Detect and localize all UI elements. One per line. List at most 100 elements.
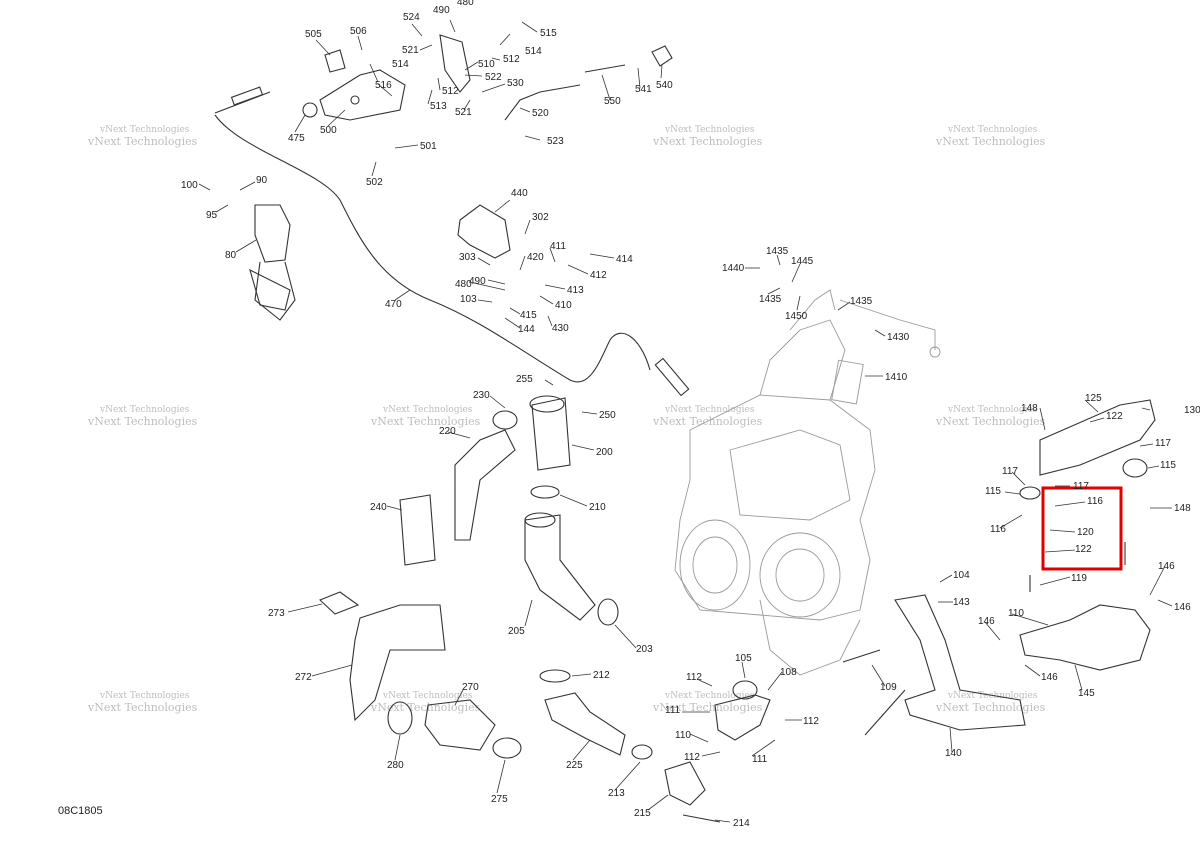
callout[interactable]: 273 bbox=[268, 608, 285, 619]
callout[interactable]: 122 bbox=[1106, 411, 1123, 422]
callout[interactable]: 506 bbox=[350, 26, 367, 37]
callout[interactable]: 145 bbox=[1078, 688, 1095, 699]
callout[interactable]: 420 bbox=[527, 252, 544, 263]
callout[interactable]: 501 bbox=[420, 141, 437, 152]
callout[interactable]: 302 bbox=[532, 212, 549, 223]
callout[interactable]: 148 bbox=[1174, 503, 1191, 514]
callout[interactable]: 119 bbox=[1071, 573, 1087, 584]
callout[interactable]: 214 bbox=[733, 818, 750, 829]
callout[interactable]: 116 bbox=[1087, 496, 1103, 507]
callout[interactable]: 530 bbox=[507, 78, 524, 89]
callout[interactable]: 122 bbox=[1075, 544, 1092, 555]
callout[interactable]: 103 bbox=[460, 294, 477, 305]
callout[interactable]: 1440 bbox=[722, 263, 745, 274]
callout[interactable]: 108 bbox=[780, 667, 797, 678]
callout[interactable]: 200 bbox=[596, 447, 613, 458]
callout[interactable]: 203 bbox=[636, 644, 653, 655]
callout[interactable]: 104 bbox=[953, 570, 970, 581]
callout[interactable]: 512 bbox=[442, 86, 459, 97]
callout[interactable]: 105 bbox=[735, 653, 752, 664]
callout[interactable]: 415 bbox=[520, 310, 537, 321]
callout[interactable]: 280 bbox=[387, 760, 404, 771]
callout[interactable]: 490 bbox=[433, 5, 450, 16]
callout[interactable]: 146 bbox=[1158, 561, 1175, 572]
callout[interactable]: 95 bbox=[206, 210, 218, 221]
callout[interactable]: 490 bbox=[469, 276, 486, 287]
callout[interactable]: 240 bbox=[370, 502, 387, 513]
callout[interactable]: 414 bbox=[616, 254, 633, 265]
callout[interactable]: 512 bbox=[503, 54, 520, 65]
callout[interactable]: 303 bbox=[459, 252, 476, 263]
callout[interactable]: 255 bbox=[516, 374, 533, 385]
callout[interactable]: 1450 bbox=[785, 311, 808, 322]
callout[interactable]: 412 bbox=[590, 270, 607, 281]
callout[interactable]: 270 bbox=[462, 682, 479, 693]
callout[interactable]: 514 bbox=[392, 59, 409, 70]
callout[interactable]: 117 bbox=[1073, 481, 1089, 492]
callout[interactable]: 1435 bbox=[759, 294, 782, 305]
callout[interactable]: 212 bbox=[593, 670, 610, 681]
callout[interactable]: 100 bbox=[181, 180, 198, 191]
callout[interactable]: 541 bbox=[635, 84, 652, 95]
callout[interactable]: 117 bbox=[1155, 438, 1171, 449]
callout[interactable]: 213 bbox=[608, 788, 625, 799]
callout[interactable]: 225 bbox=[566, 760, 583, 771]
callout[interactable]: 90 bbox=[256, 175, 268, 186]
callout[interactable]: 125 bbox=[1085, 393, 1102, 404]
callout[interactable]: 215 bbox=[634, 808, 651, 819]
callout[interactable]: 112 bbox=[684, 752, 700, 763]
callout[interactable]: 522 bbox=[485, 72, 502, 83]
callout[interactable]: 550 bbox=[604, 96, 621, 107]
callout[interactable]: 502 bbox=[366, 177, 383, 188]
callout[interactable]: 144 bbox=[518, 324, 535, 335]
callout[interactable]: 1435 bbox=[850, 296, 873, 307]
callout[interactable]: 80 bbox=[225, 250, 237, 261]
callout[interactable]: 413 bbox=[567, 285, 584, 296]
callout[interactable]: 480 bbox=[455, 279, 472, 290]
callout[interactable]: 513 bbox=[430, 101, 447, 112]
callout[interactable]: 205 bbox=[508, 626, 525, 637]
callout[interactable]: 1430 bbox=[887, 332, 910, 343]
callout[interactable]: 115 bbox=[985, 486, 1001, 497]
callout[interactable]: 475 bbox=[288, 133, 305, 144]
callout[interactable]: 514 bbox=[525, 46, 542, 57]
callout[interactable]: 510 bbox=[478, 59, 495, 70]
callout[interactable]: 117 bbox=[1002, 466, 1018, 477]
callout[interactable]: 505 bbox=[305, 29, 322, 40]
callout[interactable]: 146 bbox=[978, 616, 995, 627]
callout[interactable]: 1410 bbox=[885, 372, 908, 383]
callout[interactable]: 111 bbox=[752, 754, 768, 765]
callout[interactable]: 146 bbox=[1174, 602, 1191, 613]
callout[interactable]: 430 bbox=[552, 323, 569, 334]
callout[interactable]: 210 bbox=[589, 502, 606, 513]
callout[interactable]: 130 bbox=[1184, 405, 1200, 416]
callout[interactable]: 500 bbox=[320, 125, 337, 136]
callout[interactable]: 116 bbox=[990, 524, 1006, 535]
callout[interactable]: 411 bbox=[550, 241, 566, 252]
callout[interactable]: 520 bbox=[532, 108, 549, 119]
callout[interactable]: 230 bbox=[473, 390, 490, 401]
callout[interactable]: 275 bbox=[491, 794, 508, 805]
callout[interactable]: 111 bbox=[665, 705, 681, 716]
callout[interactable]: 112 bbox=[686, 672, 702, 683]
callout[interactable]: 220 bbox=[439, 426, 456, 437]
callout[interactable]: 540 bbox=[656, 80, 673, 91]
callout[interactable]: 110 bbox=[1008, 608, 1024, 619]
callout[interactable]: 515 bbox=[540, 28, 557, 39]
callout[interactable]: 1445 bbox=[791, 256, 814, 267]
callout[interactable]: 516 bbox=[375, 80, 392, 91]
callout[interactable]: 250 bbox=[599, 410, 616, 421]
callout[interactable]: 112 bbox=[803, 716, 819, 727]
callout[interactable]: 410 bbox=[555, 300, 572, 311]
callout[interactable]: 523 bbox=[547, 136, 564, 147]
callout[interactable]: 480 bbox=[457, 0, 474, 8]
callout[interactable]: 440 bbox=[511, 188, 528, 199]
callout[interactable]: 1435 bbox=[766, 246, 789, 257]
callout[interactable]: 120 bbox=[1077, 527, 1094, 538]
callout[interactable]: 272 bbox=[295, 672, 312, 683]
callout[interactable]: 115 bbox=[1160, 460, 1176, 471]
callout[interactable]: 109 bbox=[880, 682, 897, 693]
callout[interactable]: 110 bbox=[675, 730, 691, 741]
callout[interactable]: 143 bbox=[953, 597, 970, 608]
callout[interactable]: 146 bbox=[1041, 672, 1058, 683]
